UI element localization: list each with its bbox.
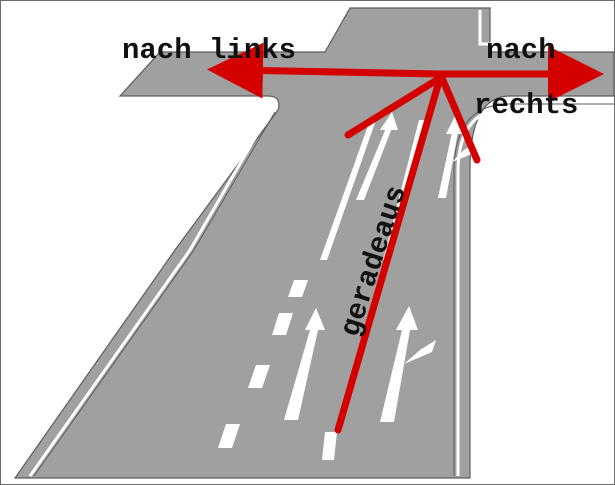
label-nach: nach bbox=[486, 34, 556, 67]
dash bbox=[218, 424, 240, 448]
dash bbox=[248, 365, 270, 388]
lane-markings bbox=[218, 120, 425, 460]
route-straight-arrow bbox=[334, 74, 444, 434]
route-diagonal bbox=[344, 74, 444, 139]
stop-dash bbox=[322, 432, 337, 460]
dash bbox=[288, 280, 308, 297]
route-right-leg bbox=[438, 74, 481, 164]
lane-arrow-straight-icon bbox=[356, 112, 398, 200]
label-rechts: rechts bbox=[474, 89, 578, 122]
route-arrows bbox=[207, 42, 604, 434]
curb-edges bbox=[33, 103, 614, 477]
lane-arrow-straight-left-icon bbox=[284, 308, 325, 420]
route-left-arrow bbox=[207, 42, 444, 99]
dash bbox=[272, 313, 293, 335]
lane-line-long bbox=[320, 120, 376, 260]
label-nach-links: nach links bbox=[122, 34, 296, 67]
lane-arrow-straight-right-icon bbox=[380, 306, 436, 422]
curb-lines bbox=[28, 9, 614, 477]
road-surface bbox=[13, 7, 615, 479]
